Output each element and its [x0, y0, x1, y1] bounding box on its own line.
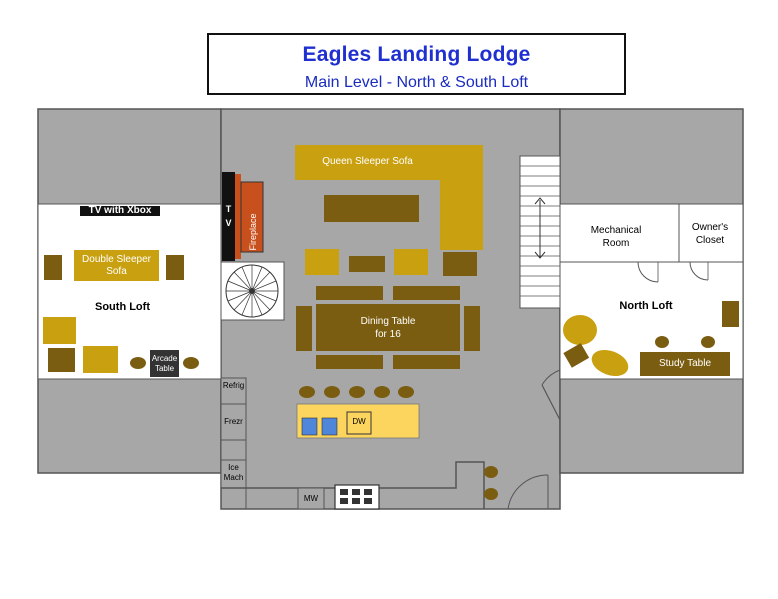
stool: [701, 336, 715, 348]
round-chair: [591, 349, 629, 377]
bench: [316, 286, 383, 300]
closet-label-line1: Owner's: [691, 222, 729, 233]
ottoman: [443, 252, 477, 276]
freezer-label: Frezr: [224, 417, 243, 426]
tv-label-v: V: [225, 218, 232, 228]
queen-sofa-label: Queen Sleeper Sofa: [322, 156, 413, 167]
south-loft-label: South Loft: [95, 301, 150, 313]
dining-label-line2: for 16: [375, 329, 401, 340]
bench: [393, 286, 460, 300]
dining-label-line1: Dining Table: [360, 316, 416, 327]
bar-stools: [299, 386, 498, 500]
plan-title: Eagles Landing Lodge: [302, 43, 531, 66]
double-sleeper-sofa: [74, 250, 159, 281]
armchair: [83, 346, 118, 373]
study-table: [640, 352, 730, 376]
stool: [655, 336, 669, 348]
refrigerator-label: Refrig: [222, 381, 245, 390]
side-table: [48, 348, 75, 372]
coffee-table: [324, 195, 419, 222]
round-chair: [563, 315, 597, 345]
ice-label-line1: Ice: [228, 463, 239, 472]
title-box: Eagles Landing Lodge Main Level - North …: [207, 33, 626, 95]
north-loft-room: [559, 203, 744, 380]
south-loft-tv: [80, 206, 160, 216]
plan-subtitle: Main Level - North & South Loft: [304, 74, 529, 91]
fireplace-label: Fireplace: [248, 213, 258, 251]
armchair: [394, 249, 428, 275]
arcade-label-line2: Table: [154, 364, 175, 373]
bench: [316, 355, 383, 369]
mechanical-label-line1: Mechanical: [590, 225, 642, 236]
great-room-tv: [222, 172, 235, 261]
north-loft-label: North Loft: [619, 300, 673, 312]
south-tv-label: TV with Xbox: [88, 205, 152, 216]
arcade-label-line1: Arcade: [151, 354, 178, 363]
sink-basin: [321, 417, 338, 436]
fireplace: [240, 181, 264, 253]
end-table: [349, 256, 385, 272]
stool: [183, 357, 199, 369]
end-table: [44, 255, 62, 280]
sink-basin: [301, 417, 318, 436]
appliance-column: [220, 377, 247, 489]
microwave-label: MW: [303, 494, 319, 503]
sofa-label-line2: Sofa: [106, 266, 127, 277]
ice-label-line2: Mach: [223, 473, 244, 482]
queen-sleeper-sofa: [295, 145, 483, 250]
end-bench: [296, 306, 312, 351]
stove-burners: [340, 489, 372, 504]
study-table-label: Study Table: [658, 358, 712, 369]
bench: [393, 355, 460, 369]
end-bench: [464, 306, 480, 351]
stair-treads: [520, 165, 560, 297]
side-table: [722, 301, 739, 327]
armchair: [305, 249, 339, 275]
armchair: [43, 317, 76, 344]
end-table: [166, 255, 184, 280]
stair-arrow-icon: [534, 197, 546, 259]
stove-icon: [334, 484, 380, 510]
arcade-table: [150, 350, 179, 377]
dining-table: [316, 304, 460, 351]
stool: [130, 357, 146, 369]
mechanical-label-line2: Room: [602, 238, 630, 249]
fireplace-edge: [235, 174, 241, 259]
tv-label-t: T: [225, 204, 232, 214]
sofa-label-line1: Double Sleeper: [82, 254, 151, 265]
dishwasher: [346, 411, 372, 435]
microwave: [297, 487, 325, 510]
side-table: [563, 343, 590, 368]
dishwasher-label: DW: [352, 417, 366, 426]
closet-label-line2: Closet: [695, 235, 725, 246]
